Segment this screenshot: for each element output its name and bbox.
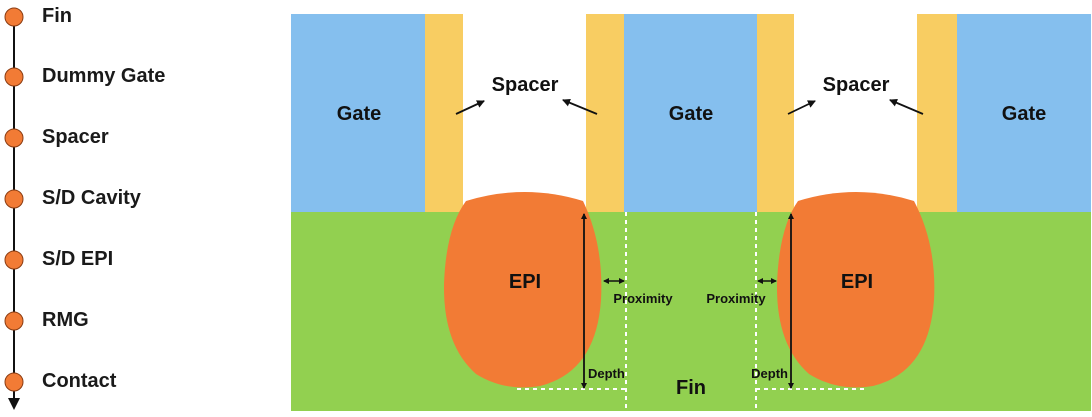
spacer-label-left: Spacer <box>492 74 559 96</box>
spacer-arrows <box>455 98 924 115</box>
flow-line <box>4 7 24 410</box>
process-flow: Fin Dummy Gate Spacer S/D Cavity S/D EPI… <box>0 0 260 417</box>
epi-label-left: EPI <box>509 271 541 293</box>
flow-node-icon <box>4 7 24 27</box>
flow-step-fin: Fin <box>42 5 72 27</box>
fin-region <box>291 212 1091 411</box>
epi-left <box>443 192 602 388</box>
spacer-label-right: Spacer <box>823 74 890 96</box>
gate-label-left: Gate <box>337 103 381 125</box>
flow-node-icon <box>4 250 24 270</box>
flow-step-dummy-gate: Dummy Gate <box>42 65 166 87</box>
flow-step-sd-epi: S/D EPI <box>42 248 114 270</box>
gate-label-right: Gate <box>1002 103 1046 125</box>
flow-node-icon <box>4 189 24 209</box>
flow-node-icon <box>4 372 24 392</box>
depth-label-left: Depth <box>588 366 625 381</box>
flow-node-icon <box>4 311 24 331</box>
fin-label: Fin <box>676 377 706 399</box>
gate-left <box>291 14 425 212</box>
flow-step-contact: Contact <box>42 370 117 392</box>
flow-step-sd-cavity: S/D Cavity <box>42 187 141 209</box>
spacer-3 <box>757 14 794 212</box>
depth-arrows <box>581 213 794 389</box>
epi-label-right: EPI <box>841 271 873 293</box>
flow-node-icon <box>4 67 24 87</box>
proximity-label-left: Proximity <box>613 291 673 306</box>
epi-right <box>776 192 935 388</box>
spacer-2 <box>586 14 624 212</box>
flow-node-icon <box>4 128 24 148</box>
spacer-4 <box>917 14 957 212</box>
depth-label-right: Depth <box>751 366 788 381</box>
gate-label-middle: Gate <box>669 103 713 125</box>
guide-lines <box>517 212 866 411</box>
gate-middle <box>624 14 757 212</box>
flow-step-spacer: Spacer <box>42 126 109 148</box>
gate-right <box>957 14 1091 212</box>
flow-arrow-icon <box>8 398 20 410</box>
flow-step-rmg: RMG <box>42 309 89 331</box>
proximity-label-right: Proximity <box>706 291 766 306</box>
